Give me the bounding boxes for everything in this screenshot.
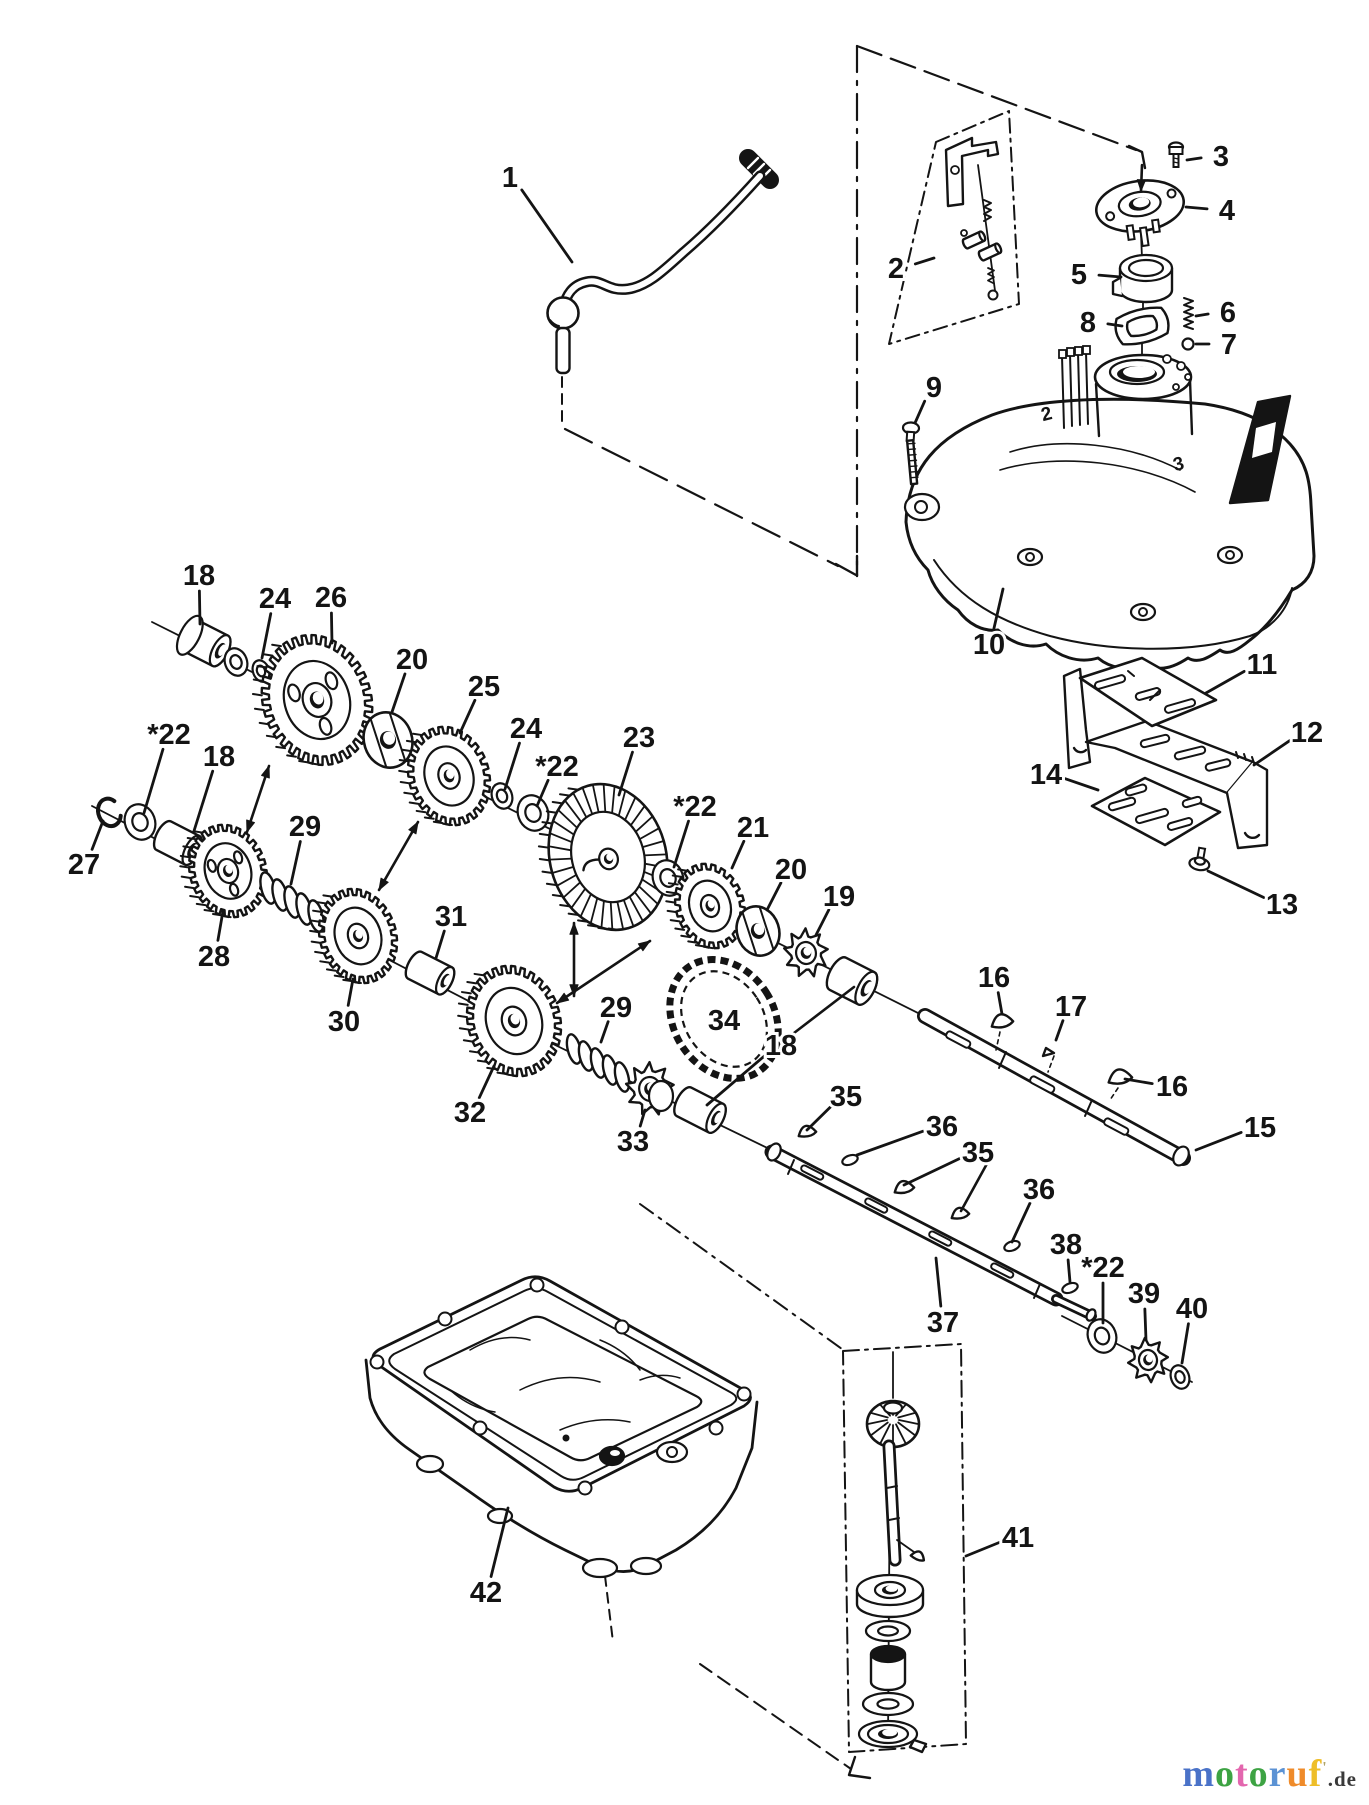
- part-callout-7: 7: [1221, 329, 1237, 361]
- part-callout-33: 33: [617, 1126, 649, 1158]
- part-callout-28: 28: [198, 941, 230, 973]
- watermark-logo: motoruf'.de: [1182, 1752, 1357, 1796]
- cover-cast-mark: 2: [1039, 403, 1054, 426]
- part-callout-15: 15: [1244, 1112, 1276, 1144]
- part-callout-41: 41: [1002, 1522, 1034, 1554]
- watermark-tick: ': [1322, 1759, 1328, 1777]
- watermark-letter: m: [1182, 1753, 1215, 1795]
- part-callout-38: 38: [1050, 1229, 1082, 1261]
- watermark-letter: t: [1234, 1753, 1249, 1795]
- part-callout-1: 1: [502, 162, 518, 194]
- part-callout-6: 6: [1220, 297, 1236, 329]
- part-callout-36: 36: [1023, 1174, 1055, 1206]
- part-callout-12: 12: [1291, 717, 1323, 749]
- part-callout-20: 20: [775, 854, 807, 886]
- part-callout-37: 37: [927, 1307, 959, 1339]
- part-callout-9: 9: [926, 372, 942, 404]
- part-callout-26: 26: [315, 582, 347, 614]
- part-callout-24: 24: [510, 713, 542, 745]
- part-callout-21: 21: [737, 812, 769, 844]
- watermark-letter: u: [1286, 1753, 1309, 1795]
- part-callout-22: *22: [147, 719, 191, 751]
- part-callout-22: *22: [673, 791, 717, 823]
- part-callout-30: 30: [328, 1006, 360, 1038]
- part-callout-23: 23: [623, 722, 655, 754]
- part-callout-36: 36: [926, 1111, 958, 1143]
- part-callout-10: 10: [973, 629, 1005, 661]
- part-callout-29: 29: [289, 811, 321, 843]
- part-callout-18: 18: [765, 1030, 797, 1062]
- part-callout-32: 32: [454, 1097, 486, 1129]
- part-callout-11: 11: [1247, 649, 1278, 681]
- part-callout-31: 31: [435, 901, 467, 933]
- part-callout-13: 13: [1266, 889, 1298, 921]
- part-callout-34: 34: [708, 1005, 740, 1037]
- cover-cast-mark: 3: [1171, 453, 1186, 476]
- part-callout-20: 20: [396, 644, 428, 676]
- part-callout-39: 39: [1128, 1278, 1160, 1310]
- part-callout-40: 40: [1176, 1293, 1208, 1325]
- part-callout-27: 27: [68, 849, 100, 881]
- part-callout-42: 42: [470, 1577, 502, 1609]
- watermark-letter: o: [1214, 1753, 1235, 1795]
- part-callout-14: 14: [1030, 759, 1062, 791]
- part-callout-8: 8: [1080, 307, 1096, 339]
- part-callout-29: 29: [600, 992, 632, 1024]
- watermark-letter: f: [1308, 1753, 1323, 1795]
- watermark-letter: r: [1268, 1753, 1287, 1795]
- part-callout-24: 24: [259, 583, 291, 615]
- part-callout-17: 17: [1055, 991, 1087, 1023]
- part-callout-5: 5: [1071, 259, 1087, 291]
- part-callout-2: 2: [888, 253, 904, 285]
- part-callout-22: *22: [1081, 1252, 1125, 1284]
- part-callout-3: 3: [1213, 141, 1229, 173]
- watermark-letter: o: [1248, 1753, 1269, 1795]
- part-callout-35: 35: [830, 1081, 862, 1113]
- part-callout-35: 35: [962, 1137, 994, 1169]
- part-callout-19: 19: [823, 881, 855, 913]
- part-callout-4: 4: [1219, 195, 1235, 227]
- part-callout-22: *22: [535, 751, 579, 783]
- watermark-domain-suffix: .de: [1327, 1767, 1357, 1791]
- part-callout-16: 16: [978, 962, 1010, 994]
- part-callout-18: 18: [203, 741, 235, 773]
- part-callout-25: 25: [468, 671, 500, 703]
- part-callout-16: 16: [1156, 1071, 1188, 1103]
- part-callout-18: 18: [183, 560, 215, 592]
